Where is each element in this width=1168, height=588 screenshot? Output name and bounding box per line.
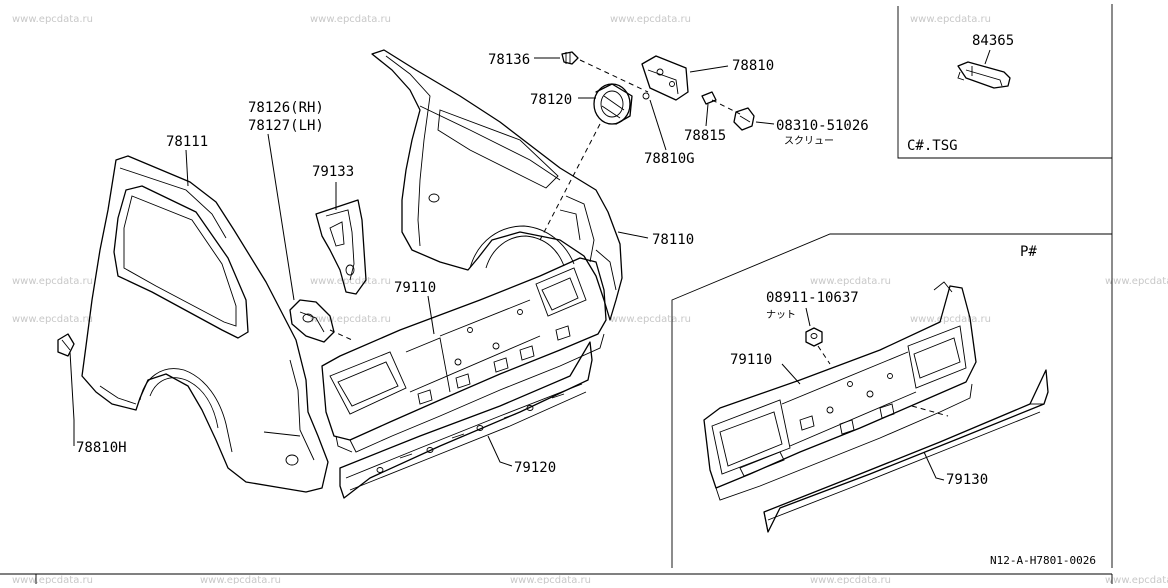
leader-line [755,121,775,125]
watermark: www.epcdata.ru [810,575,891,584]
reinforcement-79130 [763,369,1049,533]
watermark: www.epcdata.ru [12,276,93,287]
part-label-78810: 78810 [732,58,774,74]
upper-fittings: 78136 78810 78120 78815 [488,51,869,241]
leader-line [487,435,513,467]
watermark: www.epcdata.ru [910,14,991,25]
part-label-78111: 78111 [166,134,208,150]
nut-08911-icon [805,327,823,347]
assembly-line [539,123,601,241]
part-label-78810h: 78810H [76,440,127,456]
part-note-nut: ナット [766,309,796,321]
watermark: www.epcdata.ru [200,575,281,584]
inset-title: C#.TSG [907,138,958,154]
leader-line [617,231,649,239]
inset-csharp-tsg: C#.TSG 84365 [897,6,1112,159]
part-label-78815: 78815 [684,128,726,144]
watermark: www.epcdata.ru [510,575,591,584]
part-label-08911-10637: 08911-10637 [766,290,859,306]
part-label-78120: 78120 [530,92,572,108]
part-label-79110-left: 79110 [394,280,436,296]
leader-line [69,351,75,446]
watermark: www.epcdata.ru [1105,575,1168,584]
bracket-79133-icon [315,199,367,295]
part-label-78136: 78136 [488,52,530,68]
pin [642,92,650,100]
watermark: www.epcdata.ru [12,575,93,584]
watermark: www.epcdata.ru [910,314,991,325]
watermark: www.epcdata.ru [610,14,691,25]
rear-panel-79110-left [321,257,607,453]
inset-psharp: P# [671,233,1112,568]
leader-line [781,363,801,385]
leader-line [705,103,709,127]
part-label-78126: 78126(RH) [248,100,324,116]
clip-84365-icon [957,61,1011,89]
part-label-08310-51026: 08310-51026 [776,118,869,134]
assembly-line [329,329,353,341]
clip-78815-icon [701,91,717,105]
part-78810h-icon [57,333,75,357]
watermark-layer: www.epcdata.ru www.epcdata.ru www.epcdat… [12,14,1168,586]
inset-title: P# [1020,244,1037,260]
part-label-78110: 78110 [652,232,694,248]
leader-line [923,451,945,481]
lamp-socket-78120-icon [593,83,650,125]
part-label-79110-right: 79110 [730,352,772,368]
inner-panel-78110 [371,49,623,321]
assembly-line [817,345,831,365]
leader-line [805,307,811,327]
assembly-line [911,405,949,417]
watermark: www.epcdata.ru [310,314,391,325]
part-label-79130: 79130 [946,472,988,488]
leader-line [267,133,295,301]
leader-line [427,295,435,335]
plate-78810-icon [641,55,689,101]
watermark: www.epcdata.ru [12,14,93,25]
rear-panel-79110-right [703,281,977,501]
assembly-line [579,59,649,93]
leader-line [689,65,729,73]
part-label-78810g: 78810G [644,151,695,167]
leader-line [649,99,667,151]
watermark: www.epcdata.ru [12,314,93,325]
part-note-screw: スクリュー [784,135,834,147]
part-label-78127: 78127(LH) [248,118,324,134]
watermark: www.epcdata.ru [310,276,391,287]
leader-line [185,149,189,187]
frame-lines [0,4,1113,584]
leader-line [984,49,991,65]
reinforcement-79120 [339,341,593,499]
watermark: www.epcdata.ru [610,314,691,325]
part-label-84365: 84365 [972,33,1014,49]
inset-border [671,233,1112,568]
watermark: www.epcdata.ru [1105,276,1168,287]
part-label-79120: 79120 [514,460,556,476]
screw-08310-icon [733,107,755,131]
clip-78136-icon [561,51,579,65]
watermark: www.epcdata.ru [310,14,391,25]
quarter-panel-78111 [81,155,329,493]
part-label-79133: 79133 [312,164,354,180]
watermark: www.epcdata.ru [810,276,891,287]
inset-border [897,6,1112,159]
diagram-code: N12-A-H7801-0026 [990,554,1096,567]
